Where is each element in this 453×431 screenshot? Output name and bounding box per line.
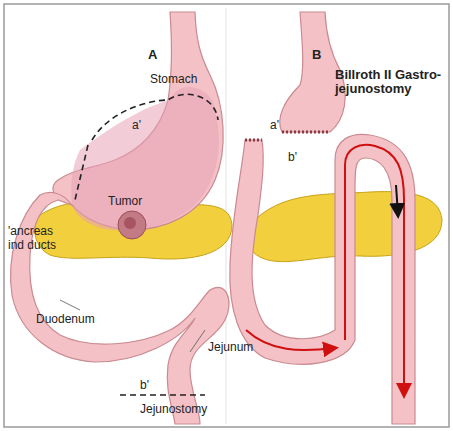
cut-line-label: b' xyxy=(140,378,149,392)
procedure-label: Billroth II Gastro-jejunostomy xyxy=(335,68,447,96)
organ-label: Tumor xyxy=(108,194,142,208)
organ-label: Stomach xyxy=(150,72,197,86)
organ-label: 'ancreas ind ducts xyxy=(8,224,68,252)
organ-label: Jejunum xyxy=(208,340,253,354)
organ-label: Duodenum xyxy=(36,312,95,326)
cut-line-label: a' xyxy=(132,118,141,132)
cut-line-label: b' xyxy=(288,150,297,164)
organ-label: Jejunostomy xyxy=(140,402,207,416)
panel-letter: B xyxy=(312,48,321,62)
cut-line-label: a' xyxy=(270,118,279,132)
panel-letter: A xyxy=(148,48,157,62)
